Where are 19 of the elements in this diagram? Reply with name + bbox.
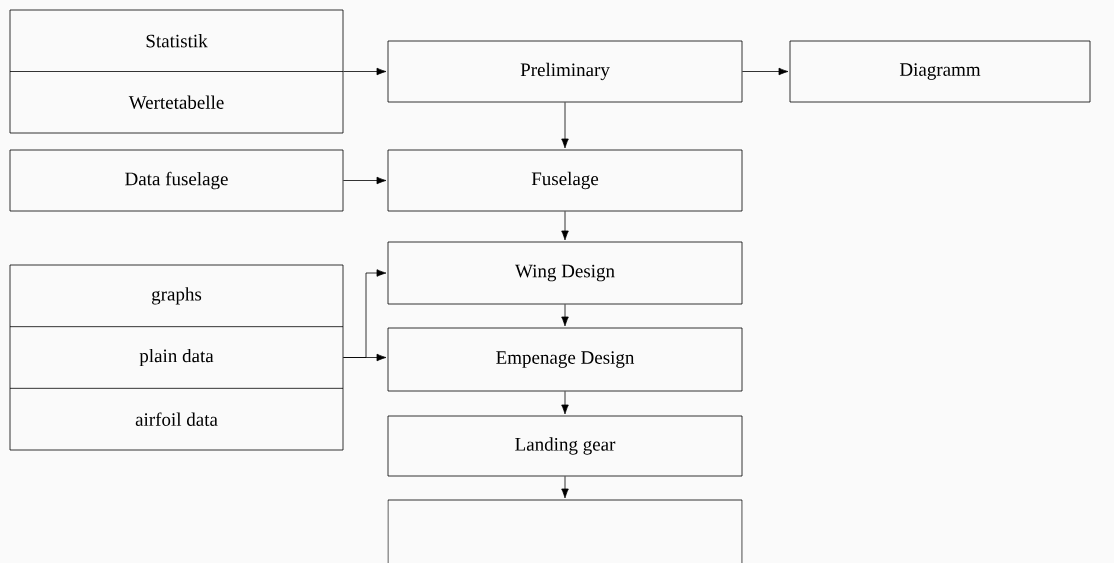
arrow [343,353,387,362]
process-box [387,499,743,563]
arrow [343,67,387,76]
process-box: Wing Design [387,241,743,305]
process-box: Empenage Design [387,327,743,392]
process-box: Diagramm [789,40,1091,103]
arrow [561,391,569,415]
process-box: Preliminary [387,40,743,103]
arrow [561,211,569,241]
arrow [561,304,569,327]
process-box: Landing gear [387,415,743,477]
data-table: Statistik Wertetabelle [9,9,344,134]
arrow [561,476,569,499]
arrow [343,176,387,185]
process-box: Data fuselage [9,149,344,212]
process-box: Fuselage [387,149,743,212]
arrow [561,102,569,149]
arrow [742,67,789,76]
data-table: graphs plain data airfoil data [9,264,344,451]
